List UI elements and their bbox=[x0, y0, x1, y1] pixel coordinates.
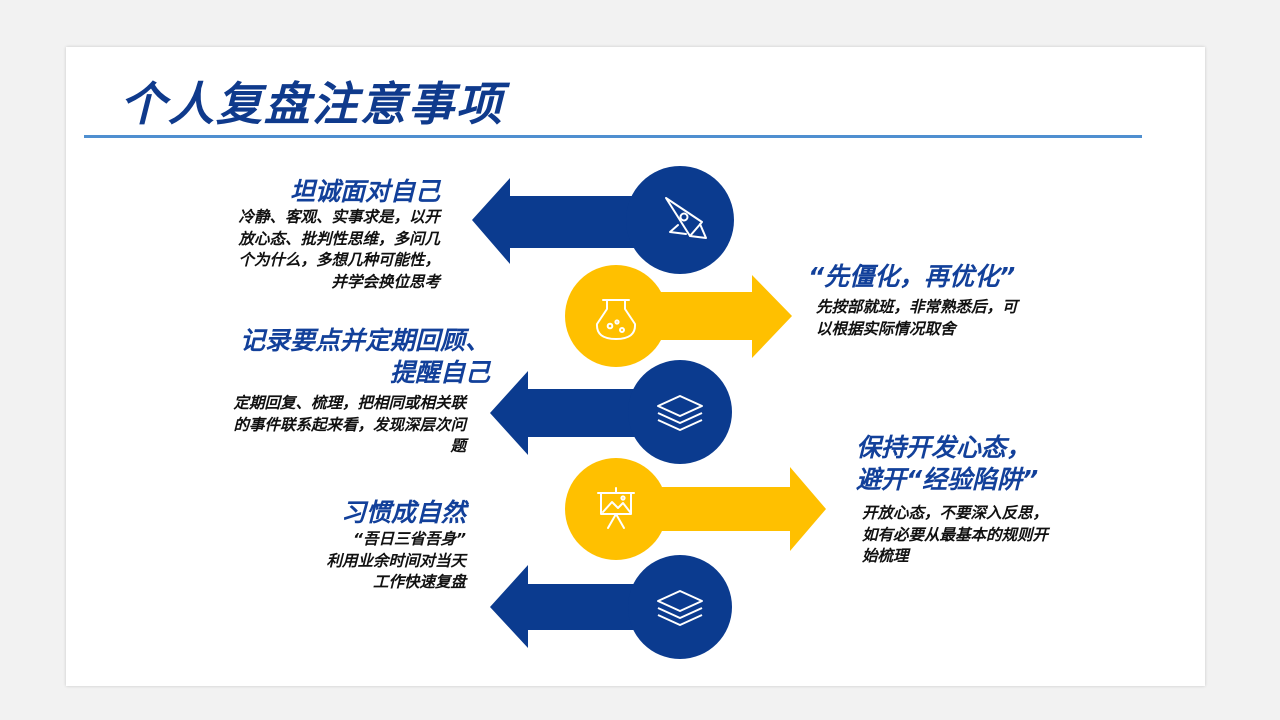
title-divider bbox=[84, 135, 1142, 138]
item-3-body: 定期回复、梳理，把相同或相关联 的事件联系起来看，发现深层次问 题 bbox=[233, 394, 466, 455]
presentation-icon bbox=[597, 487, 635, 529]
item-5-body: “吾日三省吾身” 利用业余时间对当天 工作快速复盘 bbox=[326, 530, 466, 591]
arrow-2 bbox=[565, 265, 792, 367]
item-5-heading: 习惯成自然 bbox=[340, 498, 466, 527]
item-4-heading: 保持开发心态， 避开“经验陷阱” bbox=[856, 433, 1039, 494]
item-2-body: 先按部就班，非常熟悉后，可 以根据实际情况取舍 bbox=[816, 298, 1018, 338]
arrow-3 bbox=[490, 360, 732, 464]
layers-icon bbox=[657, 590, 703, 626]
page-title: 个人复盘注意事项 bbox=[120, 77, 504, 131]
arrow-1 bbox=[472, 166, 734, 274]
layers-icon bbox=[657, 395, 703, 431]
item-1-body: 冷静、客观、实事求是，以开 放心态、批判性思维，多问几 个为什么，多想几种可能性… bbox=[238, 208, 440, 291]
item-1-heading: 坦诚面对自己 bbox=[289, 177, 440, 206]
arrow-4 bbox=[565, 458, 826, 560]
item-3-heading: 记录要点并定期回顾、 提醒自己 bbox=[239, 326, 490, 387]
flask-icon bbox=[595, 299, 637, 340]
slide-canvas bbox=[66, 47, 1205, 686]
item-2-heading: “先僵化，再优化” bbox=[808, 262, 1016, 291]
arrow-5 bbox=[490, 555, 732, 659]
item-4-body: 开放心态，不要深入反思， 如有必要从最基本的规则开 始梳理 bbox=[862, 504, 1049, 565]
rocket-icon bbox=[665, 197, 707, 239]
